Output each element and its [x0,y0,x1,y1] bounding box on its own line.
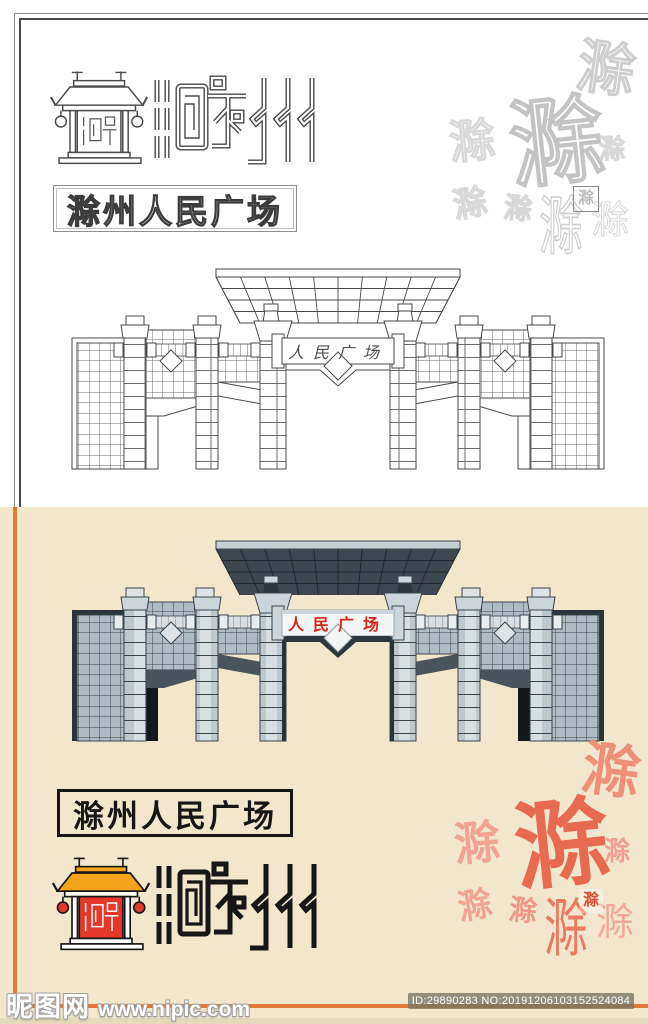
calligraphy-char: 滁 [572,33,640,107]
calligraphy-cluster-red: 滁 滁 滁 滁 滁 滁 滁 滁 滁 [435,730,648,965]
title-box-solid: 滁州人民广场 [57,789,293,837]
frame-outer-top-line [14,13,648,14]
frame-inner-left-line [19,18,21,508]
site-name: 昵图网 [6,992,90,1022]
orange-frame-left-line [13,507,17,1007]
site-url: www.nipic.com [98,998,251,1021]
calligraphy-char: 滁 [449,182,491,226]
calligraphy-char: 滁 [451,815,503,871]
frame-inner-top-line [19,18,648,20]
temple-logo-color-icon [52,857,151,951]
site-watermark: 昵图网 www.nipic.com [6,985,250,1024]
temple-logo-line-icon [50,71,149,165]
wordmark-chuzhou-solid [156,861,317,951]
calligraphy-char: 滁 [538,190,583,265]
title-text-solid: 滁州人民广场 [73,798,277,834]
gate-sign-text-color: 人民广场 [288,615,388,634]
title-box-outline: 滁州人民广场 [53,185,297,232]
calligraphy-char: 滁 [590,198,630,242]
calligraphy-char: 滁 [502,191,534,226]
gate-line-drawing: 人民广场 [71,268,605,470]
calligraphy-char: 滁 [595,900,635,944]
calligraphy-char: 滁 [603,836,631,866]
calligraphy-char: 滁 [509,787,615,904]
calligraphy-char: 滁 [446,113,498,170]
orange-frame-bottom-line [13,1004,648,1008]
calligraphy-cluster-gray: 滁 滁 滁 滁 滁 滁 滁 滁 滁 [430,28,648,263]
calligraphy-char: 滁 [544,892,588,967]
calligraphy-char: 滁 [454,884,496,928]
calligraphy-char: 滁 [577,735,645,808]
seal-stamp-icon: 滁 [579,889,603,913]
title-text-outline: 滁州人民广场 [66,192,283,230]
seal-stamp-icon: 滁 [573,186,599,212]
gate-color-illustration: 人民广场 [71,540,605,742]
calligraphy-char: 滁 [507,893,539,928]
calligraphy-char: 滁 [598,134,626,164]
image-id-text: ID:29890283 NO:20191206103152524084 [411,995,631,1007]
calligraphy-char: 滁 [504,85,611,202]
image-id-bar: ID:29890283 NO:20191206103152524084 [408,993,634,1009]
frame-outer-left-line [14,13,15,508]
gate-sign-text-line: 人民广场 [288,344,388,362]
bottom-edge-strip [0,1018,648,1024]
wordmark-chuzhou-line [154,75,315,165]
